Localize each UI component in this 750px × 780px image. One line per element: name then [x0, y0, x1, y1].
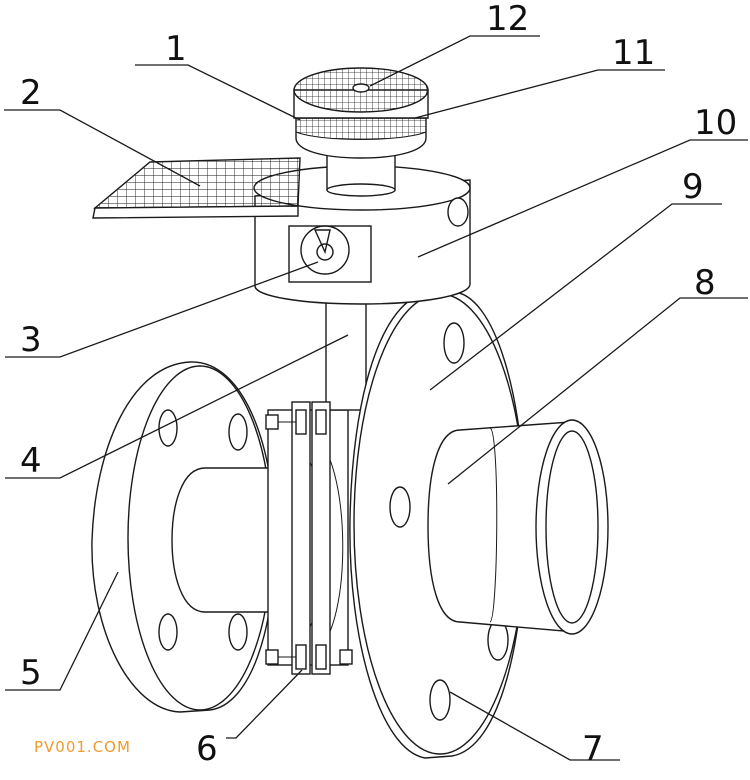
outlet-pipe — [427, 419, 609, 635]
part-labels: 1 2 3 4 5 6 7 8 9 10 11 12 — [20, 0, 737, 769]
watermark-text: PV001.COM — [34, 738, 131, 756]
label-12: 12 — [486, 0, 529, 39]
label-11: 11 — [612, 33, 655, 73]
label-1: 1 — [165, 29, 187, 69]
label-7: 7 — [582, 729, 604, 769]
leader-lines — [4, 35, 748, 761]
label-10: 10 — [694, 103, 737, 143]
label-2: 2 — [20, 73, 42, 113]
label-6: 6 — [196, 729, 218, 769]
label-9: 9 — [682, 167, 704, 207]
left-flange — [91, 361, 276, 713]
stem — [325, 299, 367, 411]
clamp-bolts — [265, 401, 353, 675]
control-knob — [293, 67, 429, 159]
label-5: 5 — [20, 653, 42, 693]
label-3: 3 — [20, 320, 42, 360]
label-8: 8 — [694, 263, 716, 303]
solar-panel — [92, 157, 301, 219]
label-4: 4 — [20, 441, 42, 481]
